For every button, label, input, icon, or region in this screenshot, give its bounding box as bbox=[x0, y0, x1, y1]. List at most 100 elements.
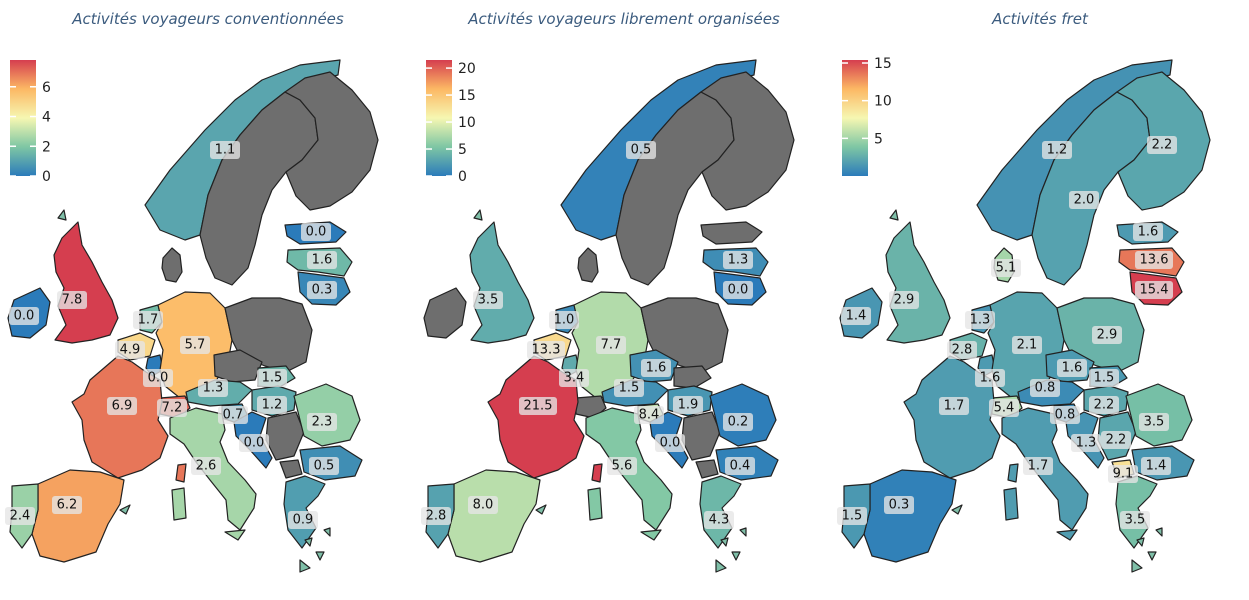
country-sardinia bbox=[1003, 487, 1019, 521]
value-label-text: 1.7 bbox=[138, 313, 159, 328]
island-shape bbox=[473, 209, 483, 221]
value-label-bg bbox=[596, 336, 626, 354]
value-label-text: 6.9 bbox=[112, 399, 133, 414]
value-label-luxembourg: 3.4 bbox=[559, 369, 589, 387]
value-label-text: 3.5 bbox=[1125, 513, 1146, 528]
country-macedonia bbox=[279, 459, 303, 479]
value-label-bg bbox=[473, 291, 503, 309]
legend-tick-label: 0 bbox=[42, 169, 51, 185]
value-label-bg bbox=[52, 496, 82, 514]
legend-tick-label: 15 bbox=[458, 88, 476, 104]
value-label-text: 4.9 bbox=[120, 343, 141, 358]
value-label-bg bbox=[1089, 369, 1119, 387]
island-shape bbox=[951, 504, 963, 515]
value-label-bg bbox=[1023, 457, 1053, 475]
value-label-text: 7.7 bbox=[601, 338, 622, 353]
legend-tick-label: 5 bbox=[874, 131, 883, 147]
value-label-france: 1.7 bbox=[939, 397, 969, 415]
value-label-text: 1.3 bbox=[728, 253, 749, 268]
value-label-bg bbox=[1042, 141, 1072, 159]
legend-tick-label: 15 bbox=[874, 56, 892, 72]
value-label-text: 2.4 bbox=[10, 509, 31, 524]
value-label-norway: 1.2 bbox=[1042, 141, 1072, 159]
value-label-bg bbox=[1141, 457, 1171, 475]
value-label-poland: 2.9 bbox=[1092, 326, 1122, 344]
value-label-belgium: 2.8 bbox=[947, 341, 977, 359]
value-label-netherlands: 1.3 bbox=[965, 311, 995, 329]
value-label-text: 1.6 bbox=[312, 253, 333, 268]
country-serbia bbox=[265, 411, 305, 461]
value-label-ireland: 0.0 bbox=[9, 307, 39, 325]
value-label-romania: 2.3 bbox=[307, 413, 337, 431]
value-label-bg bbox=[519, 397, 557, 415]
country-czechia bbox=[213, 349, 263, 383]
value-label-bg bbox=[307, 413, 337, 431]
legend-gradient-bar bbox=[10, 60, 36, 176]
value-label-austria: 0.8 bbox=[1030, 379, 1060, 397]
value-label-text: 15.4 bbox=[1140, 283, 1169, 298]
value-label-text: 0.0 bbox=[660, 436, 681, 451]
value-label-norway: 1.1 bbox=[210, 141, 240, 159]
value-label-text: 3.5 bbox=[1144, 415, 1165, 430]
panel-title: Activités fret bbox=[992, 10, 1088, 28]
country-layer bbox=[423, 59, 795, 573]
value-label-belgium: 13.3 bbox=[527, 341, 565, 359]
value-label-text: 1.6 bbox=[1138, 225, 1159, 240]
value-label-text: 2.9 bbox=[894, 293, 915, 308]
value-label-text: 9.1 bbox=[1113, 467, 1134, 482]
value-label-text: 2.2 bbox=[1106, 433, 1127, 448]
value-label-text: 13.6 bbox=[1140, 253, 1169, 268]
value-label-text: 0.2 bbox=[728, 415, 749, 430]
value-label-latvia: 1.6 bbox=[307, 251, 337, 269]
value-label-norway: 0.5 bbox=[626, 141, 656, 159]
country-france bbox=[71, 355, 169, 479]
value-label-text: 1.5 bbox=[842, 509, 863, 524]
value-label-portugal: 2.4 bbox=[5, 507, 35, 525]
value-label-denmark: 5.1 bbox=[991, 259, 1021, 277]
value-label-text: 1.3 bbox=[203, 381, 224, 396]
value-label-bg bbox=[115, 341, 145, 359]
value-label-bg bbox=[1092, 326, 1122, 344]
color-legend: 5 10 15 bbox=[842, 56, 892, 176]
value-label-bg bbox=[307, 251, 337, 269]
panel-title: Activités voyageurs librement organisées bbox=[468, 10, 780, 28]
legend-tick-label: 10 bbox=[458, 115, 476, 131]
legend-tick-label: 10 bbox=[874, 94, 892, 110]
value-label-united-kingdom: 7.8 bbox=[57, 291, 87, 309]
value-label-united-kingdom: 2.9 bbox=[889, 291, 919, 309]
value-label-text: 5.6 bbox=[612, 459, 633, 474]
value-label-bg bbox=[837, 507, 867, 525]
value-label-bg bbox=[307, 281, 337, 299]
value-label-switzerland: 5.4 bbox=[989, 399, 1019, 417]
value-label-austria: 1.5 bbox=[614, 379, 644, 397]
value-label-greece: 4.3 bbox=[704, 511, 734, 529]
value-label-bg bbox=[107, 397, 137, 415]
value-label-bg bbox=[1012, 336, 1042, 354]
country-france bbox=[903, 355, 1001, 479]
country-finland bbox=[284, 71, 379, 211]
value-label-bg bbox=[1147, 136, 1177, 154]
value-label-text: 0.9 bbox=[293, 513, 314, 528]
value-label-lithuania: 0.0 bbox=[723, 281, 753, 299]
value-label-bg bbox=[725, 457, 755, 475]
value-label-france: 6.9 bbox=[107, 397, 137, 415]
value-label-spain: 8.0 bbox=[468, 496, 498, 514]
value-label-czechia: 1.6 bbox=[1057, 359, 1087, 377]
country-sardinia bbox=[171, 487, 187, 521]
country-denmark bbox=[161, 247, 183, 283]
value-label-germany: 5.7 bbox=[180, 336, 210, 354]
value-label-bg bbox=[1069, 191, 1099, 209]
value-label-bg bbox=[655, 434, 685, 452]
value-label-germany: 2.1 bbox=[1012, 336, 1042, 354]
value-label-estonia: 0.0 bbox=[301, 223, 331, 241]
europe-map: 1.22.02.21.613.615.45.11.42.91.32.81.62.… bbox=[837, 56, 1211, 573]
value-label-greece: 3.5 bbox=[1120, 511, 1150, 529]
value-label-bg bbox=[723, 251, 753, 269]
value-label-text: 0.4 bbox=[730, 459, 751, 474]
value-label-text: 6.2 bbox=[57, 498, 78, 513]
country-united-kingdom bbox=[469, 221, 535, 344]
value-label-text: 2.6 bbox=[196, 459, 217, 474]
value-label-bg bbox=[939, 397, 969, 415]
